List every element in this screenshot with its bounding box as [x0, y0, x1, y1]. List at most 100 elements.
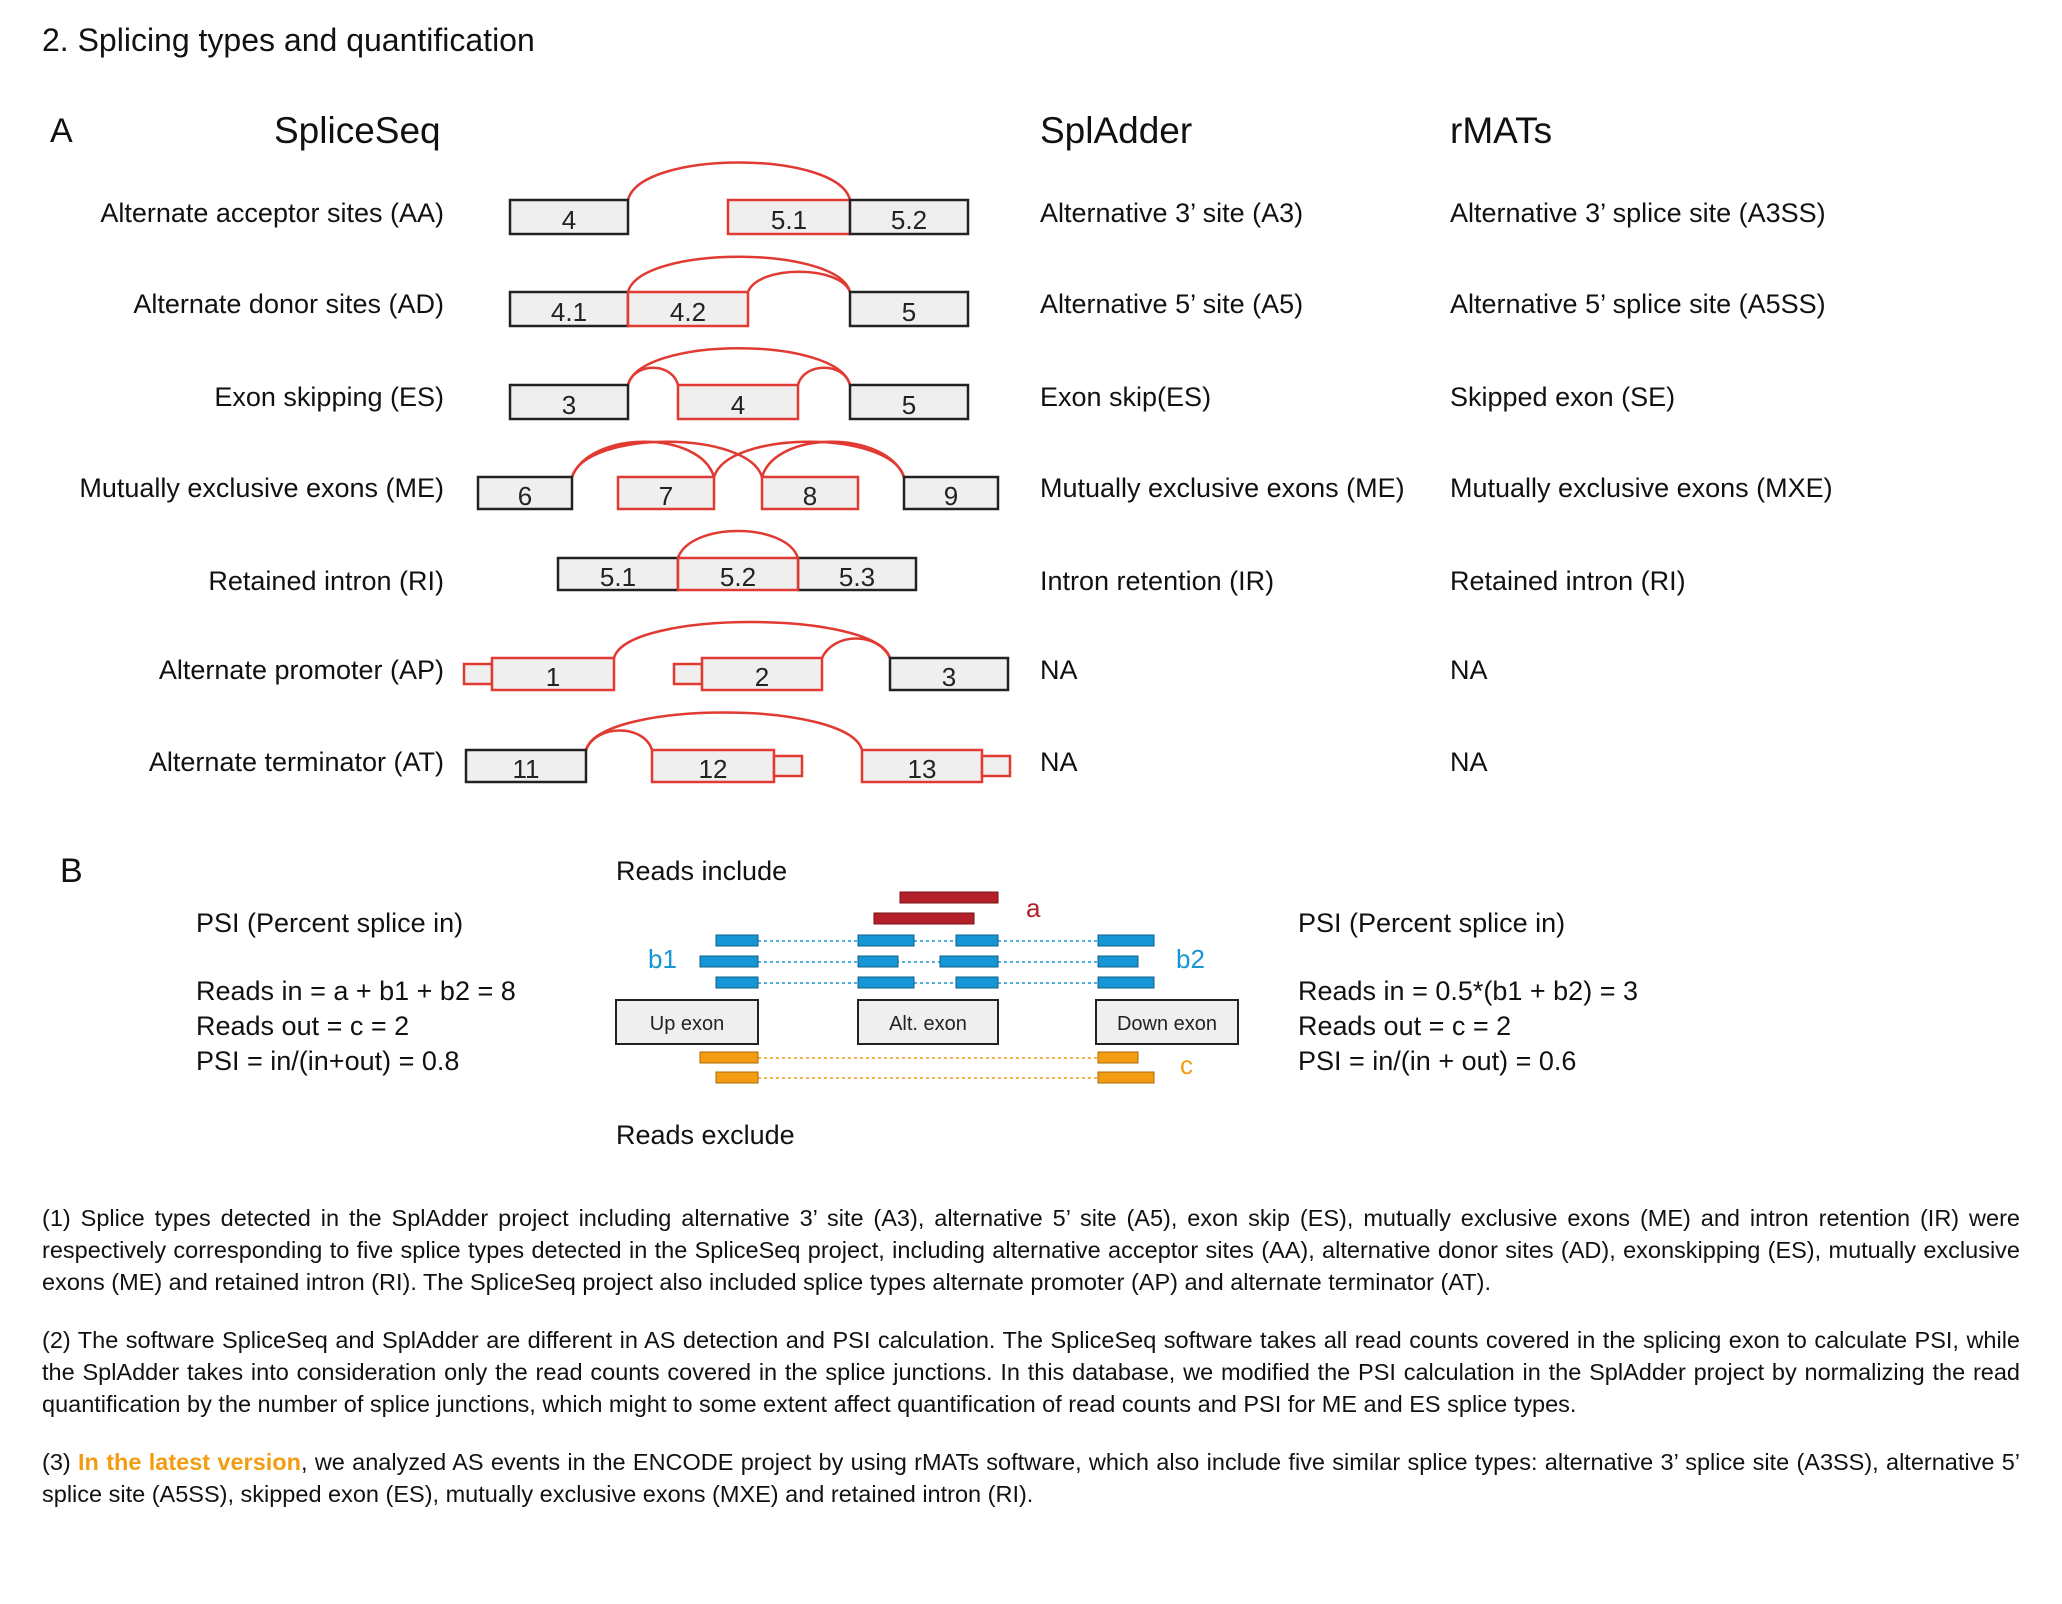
alt-exon-label: Alt. exon [889, 1013, 967, 1035]
spladder-ap: NA [1040, 655, 1078, 685]
label-c: c [1180, 1050, 1193, 1080]
exon-box [672, 662, 704, 686]
left-reads-in: Reads in = a + b1 + b2 = 8 [196, 976, 516, 1006]
exon-label: 4 [731, 390, 745, 420]
exon-label: 3 [942, 662, 956, 692]
exon-box [556, 556, 680, 592]
down-exon-label: Down exon [1117, 1013, 1217, 1035]
read-b2 [955, 976, 999, 989]
spladder-es: Exon skip(ES) [1040, 382, 1212, 412]
exon-label: 5.3 [839, 562, 875, 592]
spladder-aa: Alternative 3’ site (A3) [1040, 198, 1304, 228]
read-a [899, 891, 999, 904]
exon-label: 3 [562, 390, 576, 420]
exon-label: 1 [546, 662, 560, 692]
exon-label: 7 [659, 481, 673, 511]
notes-section: (1) Splice types detected in the SplAdde… [42, 1202, 2020, 1536]
exon-label: 4.2 [670, 297, 706, 327]
spladder-ad: Alternative 5’ site (A5) [1040, 289, 1304, 319]
label-b1: b1 [648, 944, 677, 974]
read-b1 [699, 955, 759, 968]
exon-box [902, 475, 1000, 511]
left-psi-formula: PSI = in/(in+out) = 0.8 [196, 1046, 460, 1076]
exon-label: 4 [562, 205, 576, 235]
note-1: (1) Splice types detected in the SplAdde… [42, 1205, 2020, 1295]
diagram-me: 6 7 8 9 [476, 440, 1000, 511]
reads-include-label: Reads include [616, 856, 788, 886]
exon-box [860, 748, 984, 784]
read-c [1097, 1071, 1155, 1084]
page-title: 2. Splicing types and quantification [42, 22, 535, 58]
read-b2 [1097, 934, 1155, 947]
up-exon-label: Up exon [650, 1013, 725, 1035]
row-label-es: Exon skipping (ES) [214, 382, 444, 412]
header-rmats: rMATs [1450, 110, 1553, 151]
header-spliceseq: SpliceSeq [274, 110, 441, 151]
read-c [715, 1071, 759, 1084]
exon-box [700, 656, 824, 692]
exon-label: 4.1 [551, 297, 587, 327]
exon-box [626, 290, 750, 328]
exon-label: 6 [518, 481, 532, 511]
exon-label: 5 [902, 390, 916, 420]
read-b2 [1097, 955, 1139, 968]
exon-box [464, 748, 588, 784]
exon-label: 5 [902, 297, 916, 327]
exon-box [676, 383, 800, 421]
label-b2: b2 [1176, 944, 1205, 974]
exon-label: 5.1 [771, 205, 807, 235]
rmats-ri: Retained intron (RI) [1450, 566, 1686, 596]
exon-box [616, 475, 716, 511]
exon-box [980, 754, 1012, 778]
row-label-ri: Retained intron (RI) [208, 566, 444, 596]
panel-a-letter: A [50, 112, 73, 150]
left-reads-out: Reads out = c = 2 [196, 1011, 410, 1041]
exon-box [476, 475, 574, 511]
rmats-ad: Alternative 5’ splice site (A5SS) [1450, 289, 1826, 319]
exon-label: 13 [908, 754, 937, 784]
diagram-at: 11 12 13 [464, 711, 1012, 784]
note-3: (3) In the latest version, we analyzed A… [42, 1446, 2020, 1510]
exon-box [796, 556, 918, 592]
read-b1 [715, 934, 759, 947]
diagram-ri: 5.1 5.2 5.3 [556, 529, 918, 592]
row-label-at: Alternate terminator (AT) [148, 747, 444, 777]
read-a [873, 912, 975, 925]
read-c [699, 1051, 759, 1064]
exon-label: 5.2 [720, 562, 756, 592]
exon-label: 5.1 [600, 562, 636, 592]
spladder-ri: Intron retention (IR) [1040, 566, 1275, 596]
read-c [1097, 1051, 1139, 1064]
exon-box [760, 475, 860, 511]
exon-box [676, 556, 800, 592]
latest-version-highlight: In the latest version [78, 1449, 301, 1475]
right-reads-in: Reads in = 0.5*(b1 + b2) = 3 [1298, 976, 1638, 1006]
diagram-aa: 4 5.1 5.2 [508, 161, 970, 236]
diagram-ap: 1 2 3 [462, 620, 1010, 692]
exon-box [508, 383, 630, 421]
exon-box [848, 383, 970, 421]
panel-b-letter: B [60, 852, 83, 890]
exon-box [490, 656, 616, 692]
exon-box [772, 754, 804, 778]
read-b1 [857, 955, 899, 968]
alt-exon-box [857, 999, 999, 1045]
reads-exclude-label: Reads exclude [616, 1120, 795, 1150]
exon-box [848, 198, 970, 236]
right-psi-heading: PSI (Percent splice in) [1298, 908, 1566, 938]
read-b1 [715, 976, 759, 989]
exon-box [848, 290, 970, 328]
read-b2 [939, 955, 999, 968]
right-psi-formula: PSI = in/(in + out) = 0.6 [1298, 1046, 1577, 1076]
exon-label: 8 [803, 481, 817, 511]
psi-reads-diagram: Up exon Alt. exon Down exon [615, 891, 1239, 1084]
spladder-me: Mutually exclusive exons (ME) [1040, 473, 1405, 503]
header-spladder: SplAdder [1040, 110, 1193, 151]
rmats-es: Skipped exon (SE) [1450, 382, 1676, 412]
rmats-at: NA [1450, 747, 1488, 777]
left-psi-heading: PSI (Percent splice in) [196, 908, 464, 938]
row-label-me: Mutually exclusive exons (ME) [79, 473, 444, 503]
up-exon-box [615, 999, 759, 1045]
read-b1 [857, 976, 915, 989]
